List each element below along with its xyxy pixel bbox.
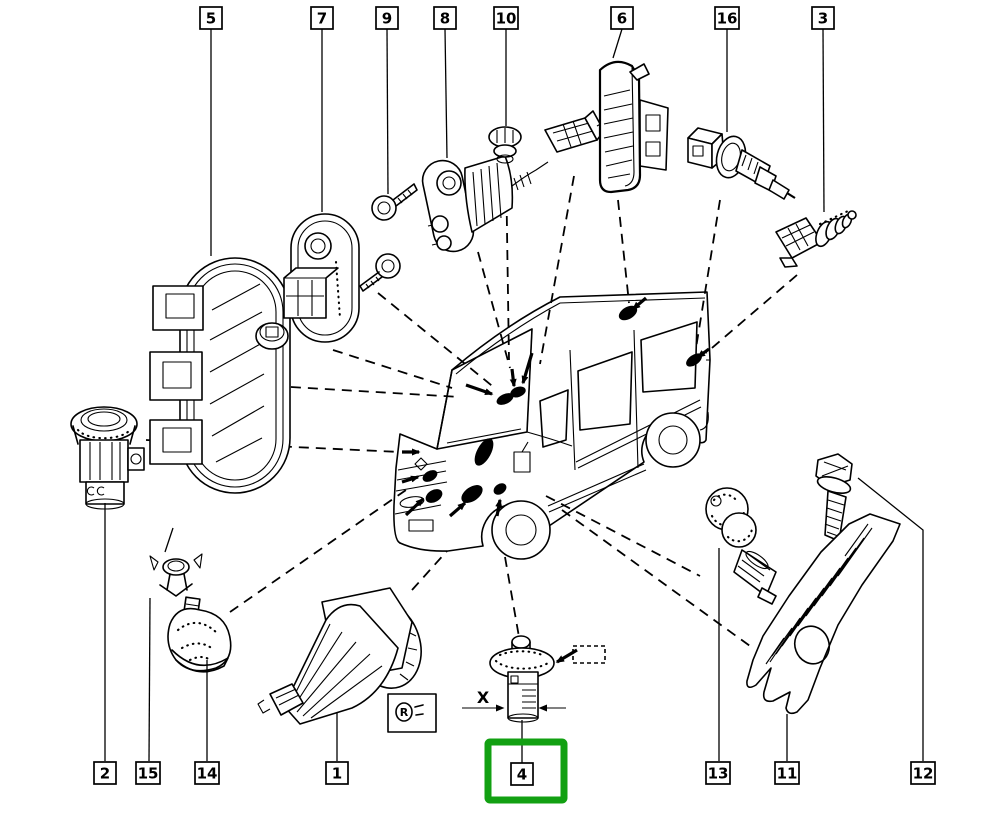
callout-label: 3 [818, 10, 828, 28]
x-dimension-annotation: X [462, 688, 566, 712]
part-12-bolt [815, 453, 861, 563]
part-6-pillar-trim [598, 60, 669, 194]
switch-block-2 [149, 351, 203, 401]
callout-label: 8 [440, 10, 450, 28]
switch-block-3 [149, 419, 203, 465]
callout-label: 6 [617, 10, 627, 28]
callout-label: 12 [913, 765, 934, 783]
part-14-grommet [167, 596, 232, 673]
callout-12[interactable]: 12 [910, 761, 936, 785]
part-7-switch-plate [283, 213, 360, 343]
mount-location-markers [401, 296, 710, 518]
marker-arrows [401, 296, 710, 518]
wiring-connector [544, 110, 607, 153]
callout-14[interactable]: 14 [194, 761, 220, 785]
callout-label: 2 [100, 765, 110, 783]
note-symbol: R [400, 706, 409, 719]
callout-label: 9 [382, 10, 392, 28]
callout-label: 5 [206, 10, 216, 28]
callout-15[interactable]: 15 [135, 761, 161, 785]
callout-label: 7 [317, 10, 327, 28]
callout-label: 4 [517, 766, 527, 784]
callout-leader-lines [104, 28, 924, 763]
part-15-clip [149, 527, 203, 597]
callout-label: 11 [777, 765, 798, 783]
switch-block-1 [152, 285, 204, 331]
callout-label: 1 [332, 765, 342, 783]
callout-13[interactable]: 13 [705, 761, 731, 785]
callout-4-selected[interactable]: 4 [510, 762, 534, 786]
callout-2[interactable]: 2 [93, 761, 117, 785]
callout-boxes: 5 7 9 8 10 6 16 3 2 15 14 1 4 13 11 12 [93, 6, 936, 786]
callout-1[interactable]: 1 [325, 761, 349, 785]
callout-3[interactable]: 3 [811, 6, 835, 30]
part-1-horn [257, 587, 422, 725]
van-illustration [393, 291, 711, 560]
part-2-switch [70, 406, 145, 510]
callout-16[interactable]: 16 [714, 6, 740, 30]
part-11-bracket [746, 513, 901, 715]
note-box: R [387, 693, 437, 733]
highlight-box-selected-part [484, 738, 568, 804]
part-7-screw [359, 253, 401, 292]
callout-label: 10 [496, 10, 517, 28]
part-16-stop-switch [687, 127, 796, 200]
part-4-sensor: X [462, 635, 606, 723]
part-9-screw [371, 183, 418, 221]
part-13-knob [705, 487, 777, 605]
callout-10[interactable]: 10 [493, 6, 519, 30]
callout-label: 16 [717, 10, 738, 28]
callout-5[interactable]: 5 [199, 6, 223, 30]
callout-7[interactable]: 7 [310, 6, 334, 30]
part-5-switch-panel [149, 257, 291, 494]
part-7-grommet [255, 322, 289, 350]
callout-6[interactable]: 6 [610, 6, 634, 30]
callout-11[interactable]: 11 [774, 761, 800, 785]
callout-9[interactable]: 9 [375, 6, 399, 30]
part-8-door-switch [421, 155, 549, 253]
target-location-box [555, 645, 606, 664]
callout-label: 13 [708, 765, 729, 783]
callout-8[interactable]: 8 [433, 6, 457, 30]
x-label: X [477, 688, 490, 707]
callout-label: 14 [197, 765, 218, 783]
part-10-cap [488, 126, 522, 164]
callout-label: 15 [138, 765, 159, 783]
part-3-sensor [775, 209, 857, 268]
